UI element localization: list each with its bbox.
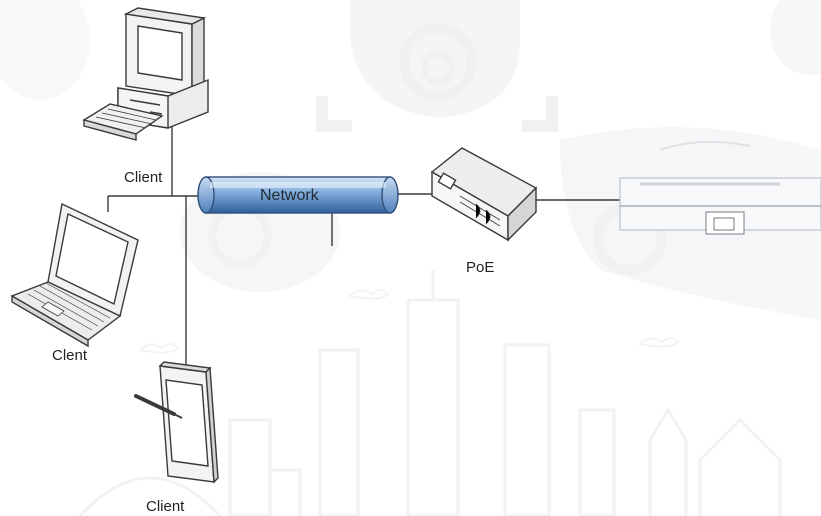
labels: Client Clent Client Network PoE xyxy=(52,169,494,515)
connections xyxy=(107,124,620,370)
laptop-icon xyxy=(10,202,139,348)
network-pipe-icon xyxy=(197,176,399,214)
network-label: Network xyxy=(260,187,320,204)
poe-switch-icon xyxy=(430,147,538,242)
desktop-computer-icon xyxy=(82,7,209,141)
tablet-client-label: Client xyxy=(146,498,185,515)
bullet-camera-icon xyxy=(619,140,821,235)
poe-label: PoE xyxy=(466,259,494,276)
laptop-client-label: Clent xyxy=(52,347,88,364)
desktop-client-label: Client xyxy=(124,169,163,186)
tablet-icon xyxy=(134,361,219,484)
